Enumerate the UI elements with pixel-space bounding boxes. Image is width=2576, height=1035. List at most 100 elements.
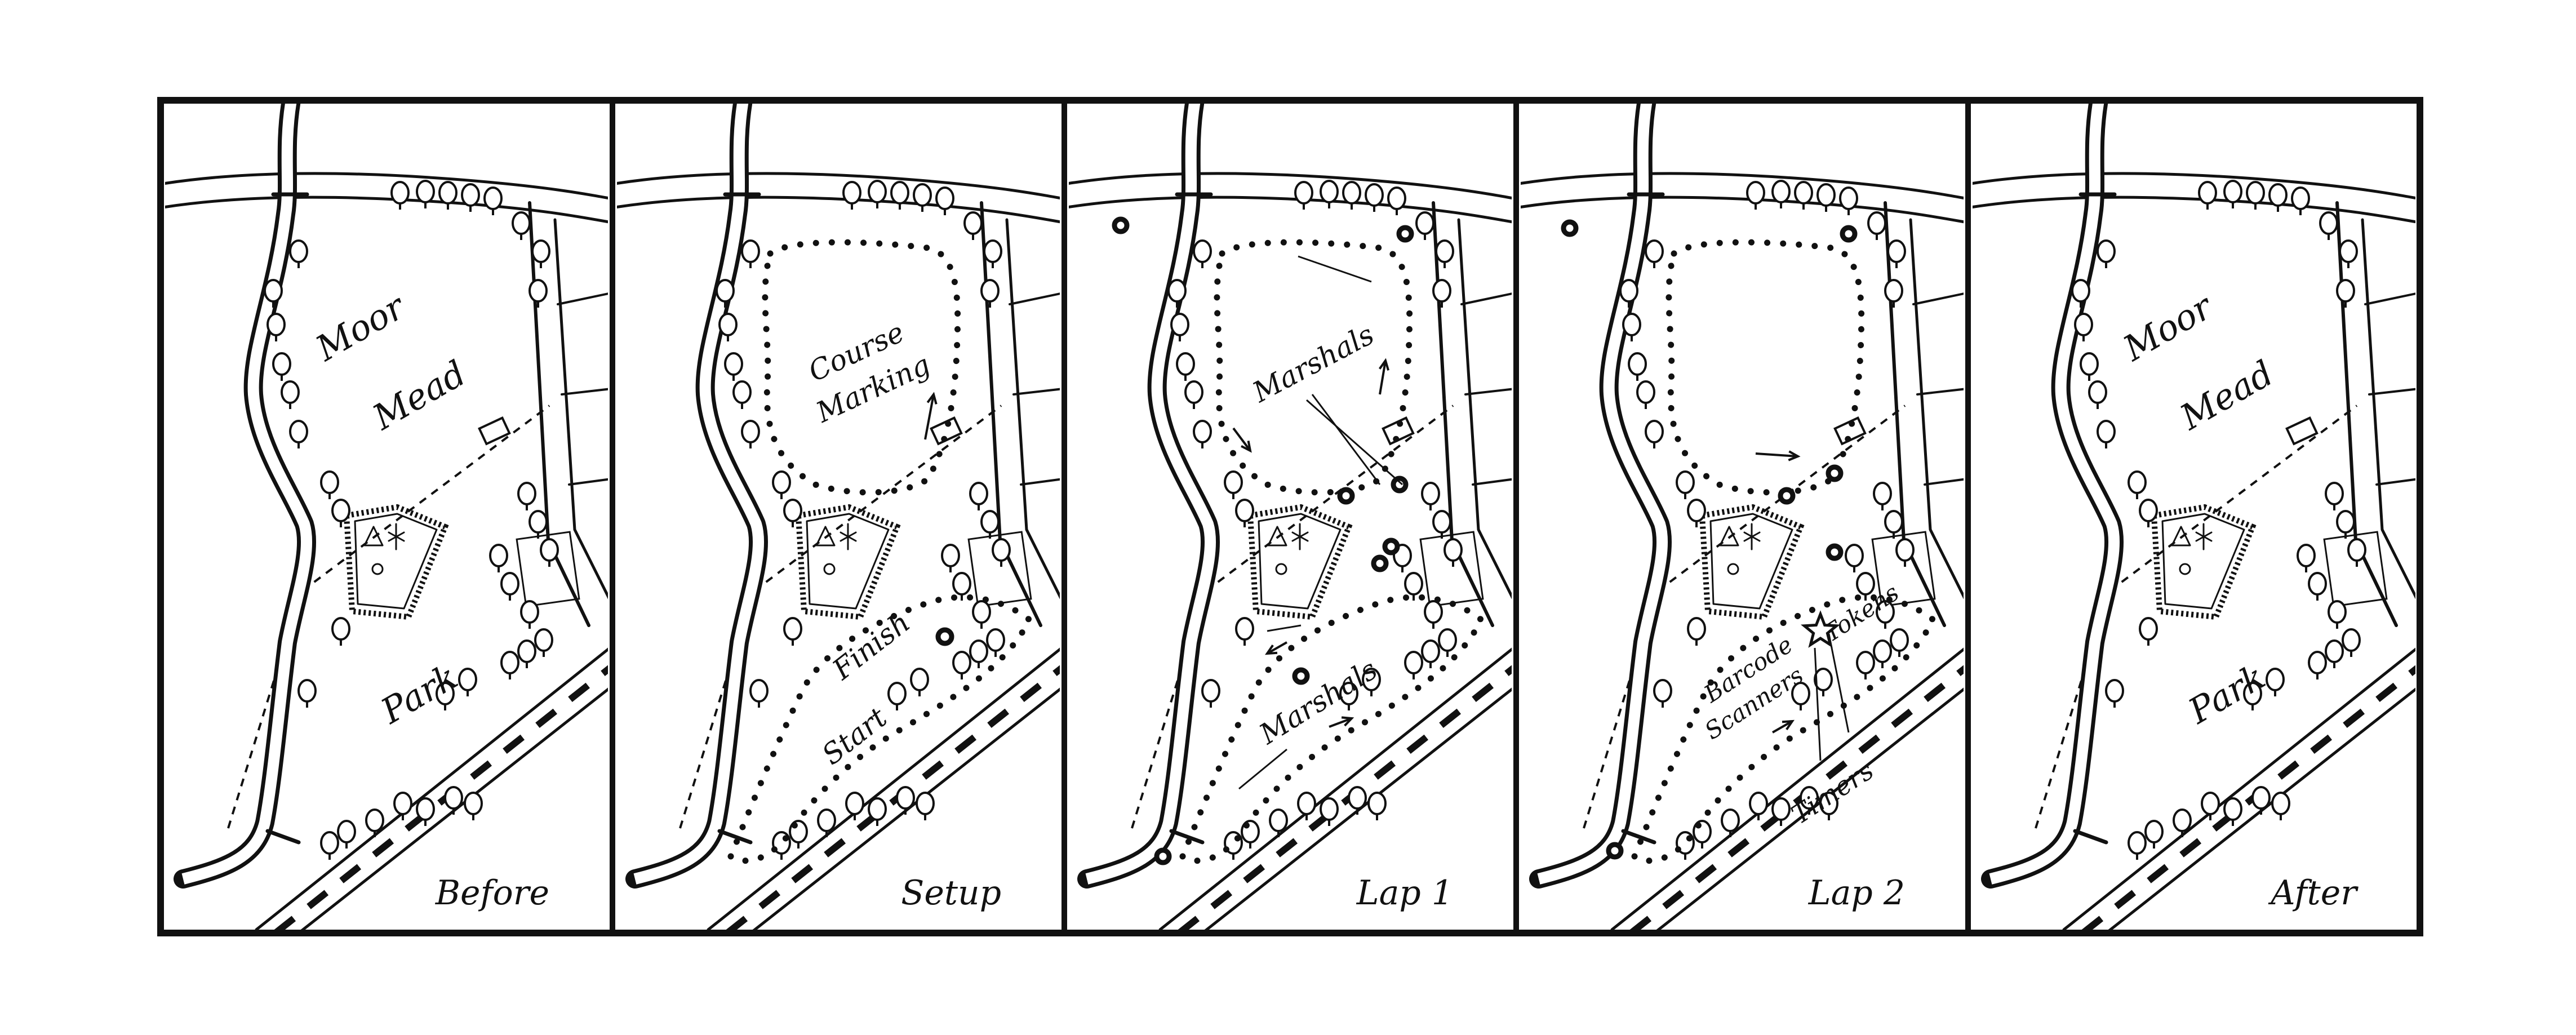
tree-crown — [916, 792, 935, 815]
tree-icon — [2308, 651, 2327, 679]
tree-crown — [2336, 279, 2355, 303]
tree-crown — [1342, 181, 1361, 205]
bench-icon — [2285, 416, 2319, 446]
tree-crown — [1444, 538, 1463, 562]
tree-crown — [845, 792, 864, 815]
tree-crown — [2128, 831, 2147, 855]
tree-crown — [972, 600, 991, 624]
tree-icon — [1876, 600, 1895, 629]
panel-caption-setup: Setup — [901, 873, 1001, 913]
tree-icon — [289, 239, 308, 268]
tree-icon — [2201, 792, 2220, 820]
tree-icon — [1235, 617, 1254, 646]
tree-icon — [1771, 797, 1791, 826]
tree-icon — [2223, 180, 2242, 208]
tree-icon — [517, 639, 536, 668]
tree-crown — [1856, 651, 1875, 674]
tree-crown — [1269, 809, 1288, 832]
fountain-icon — [2179, 563, 2191, 575]
tree-crown — [969, 639, 988, 663]
tree-icon — [1867, 211, 1886, 240]
tree-icon — [868, 797, 887, 826]
tree-crown — [1839, 186, 1858, 210]
tree-crown — [267, 313, 286, 336]
tree-crown — [2268, 183, 2288, 207]
railway-edge-b — [300, 687, 608, 930]
tree-icon — [461, 183, 480, 212]
tent-icon — [1719, 526, 1739, 547]
tree-crown — [320, 470, 339, 494]
tree-icon — [2088, 380, 2107, 409]
railway-edge-b — [1656, 687, 1964, 930]
tree-icon — [2347, 538, 2366, 567]
tree-icon — [1348, 786, 1367, 815]
tree-crown — [1619, 279, 1638, 303]
tree-icon — [1628, 352, 1647, 381]
tree-crown — [1884, 279, 1903, 303]
tree-icon — [986, 628, 1005, 657]
tree-icon — [331, 617, 350, 646]
railway-edge-a — [1610, 647, 1964, 930]
tree-crown — [2328, 600, 2347, 624]
tree-crown — [1816, 183, 1836, 207]
field-boundaries — [2364, 292, 2415, 486]
tree-crown — [980, 510, 1000, 534]
tree-icon — [1771, 180, 1791, 208]
tree-icon — [1856, 651, 1875, 679]
direction-arrow — [1329, 716, 1354, 728]
tree-crown — [2308, 572, 2327, 596]
river-water — [633, 104, 765, 885]
tree-icon — [1404, 651, 1423, 679]
tree-crown — [887, 682, 907, 705]
cafe-enclosure — [1258, 513, 1342, 610]
marshal-marker — [1154, 847, 1172, 865]
marshal-pointer — [1238, 748, 1287, 790]
tree-icon — [1645, 239, 1664, 268]
tree-crown — [1653, 679, 1672, 703]
tree-crown — [1746, 181, 1765, 205]
tree-crown — [842, 181, 861, 205]
marshal-marker — [1840, 225, 1858, 243]
tree-crown — [1771, 180, 1791, 203]
tree-icon — [1193, 239, 1212, 268]
tree-crown — [992, 538, 1011, 562]
tree-icon — [416, 180, 435, 208]
railway-edge-a — [1158, 647, 1512, 930]
tree-crown — [2342, 628, 2361, 652]
tree-icon — [1167, 279, 1187, 308]
tree-crown — [1687, 617, 1706, 641]
tree-crown — [1867, 211, 1886, 235]
river-bridges — [1621, 192, 1665, 845]
tree-symbol-icon — [1291, 523, 1309, 550]
tree-icon — [716, 279, 735, 308]
panel-caption-lap1: Lap 1 — [1356, 873, 1453, 913]
tree-crown — [718, 313, 738, 336]
tree-crown — [531, 239, 550, 263]
bench-icon — [478, 416, 511, 446]
tree-icon — [1170, 313, 1189, 341]
tree-icon — [520, 600, 539, 629]
tree-crown — [461, 183, 480, 207]
tree-crown — [2173, 809, 2192, 832]
tree-icon — [732, 380, 752, 409]
tree-icon — [1367, 792, 1387, 820]
tree-icon — [2251, 786, 2271, 815]
fountain-icon — [1275, 563, 1287, 575]
tree-crown — [1791, 682, 1810, 705]
tree-icon — [2243, 682, 2262, 710]
tree-crown — [1887, 239, 1906, 263]
tree-icon — [941, 544, 960, 572]
tree-crown — [2339, 239, 2358, 263]
tree-crown — [1421, 482, 1440, 505]
tree-crown — [868, 180, 887, 203]
tree-crown — [2097, 239, 2116, 263]
tree-crown — [986, 628, 1005, 652]
tree-icon — [2071, 279, 2090, 308]
sports-pitch — [1419, 531, 1484, 607]
tree-icon — [1365, 183, 1384, 212]
bench-icon — [1382, 416, 1415, 446]
tree-crown — [1421, 639, 1440, 663]
tree-icon — [980, 510, 1000, 539]
